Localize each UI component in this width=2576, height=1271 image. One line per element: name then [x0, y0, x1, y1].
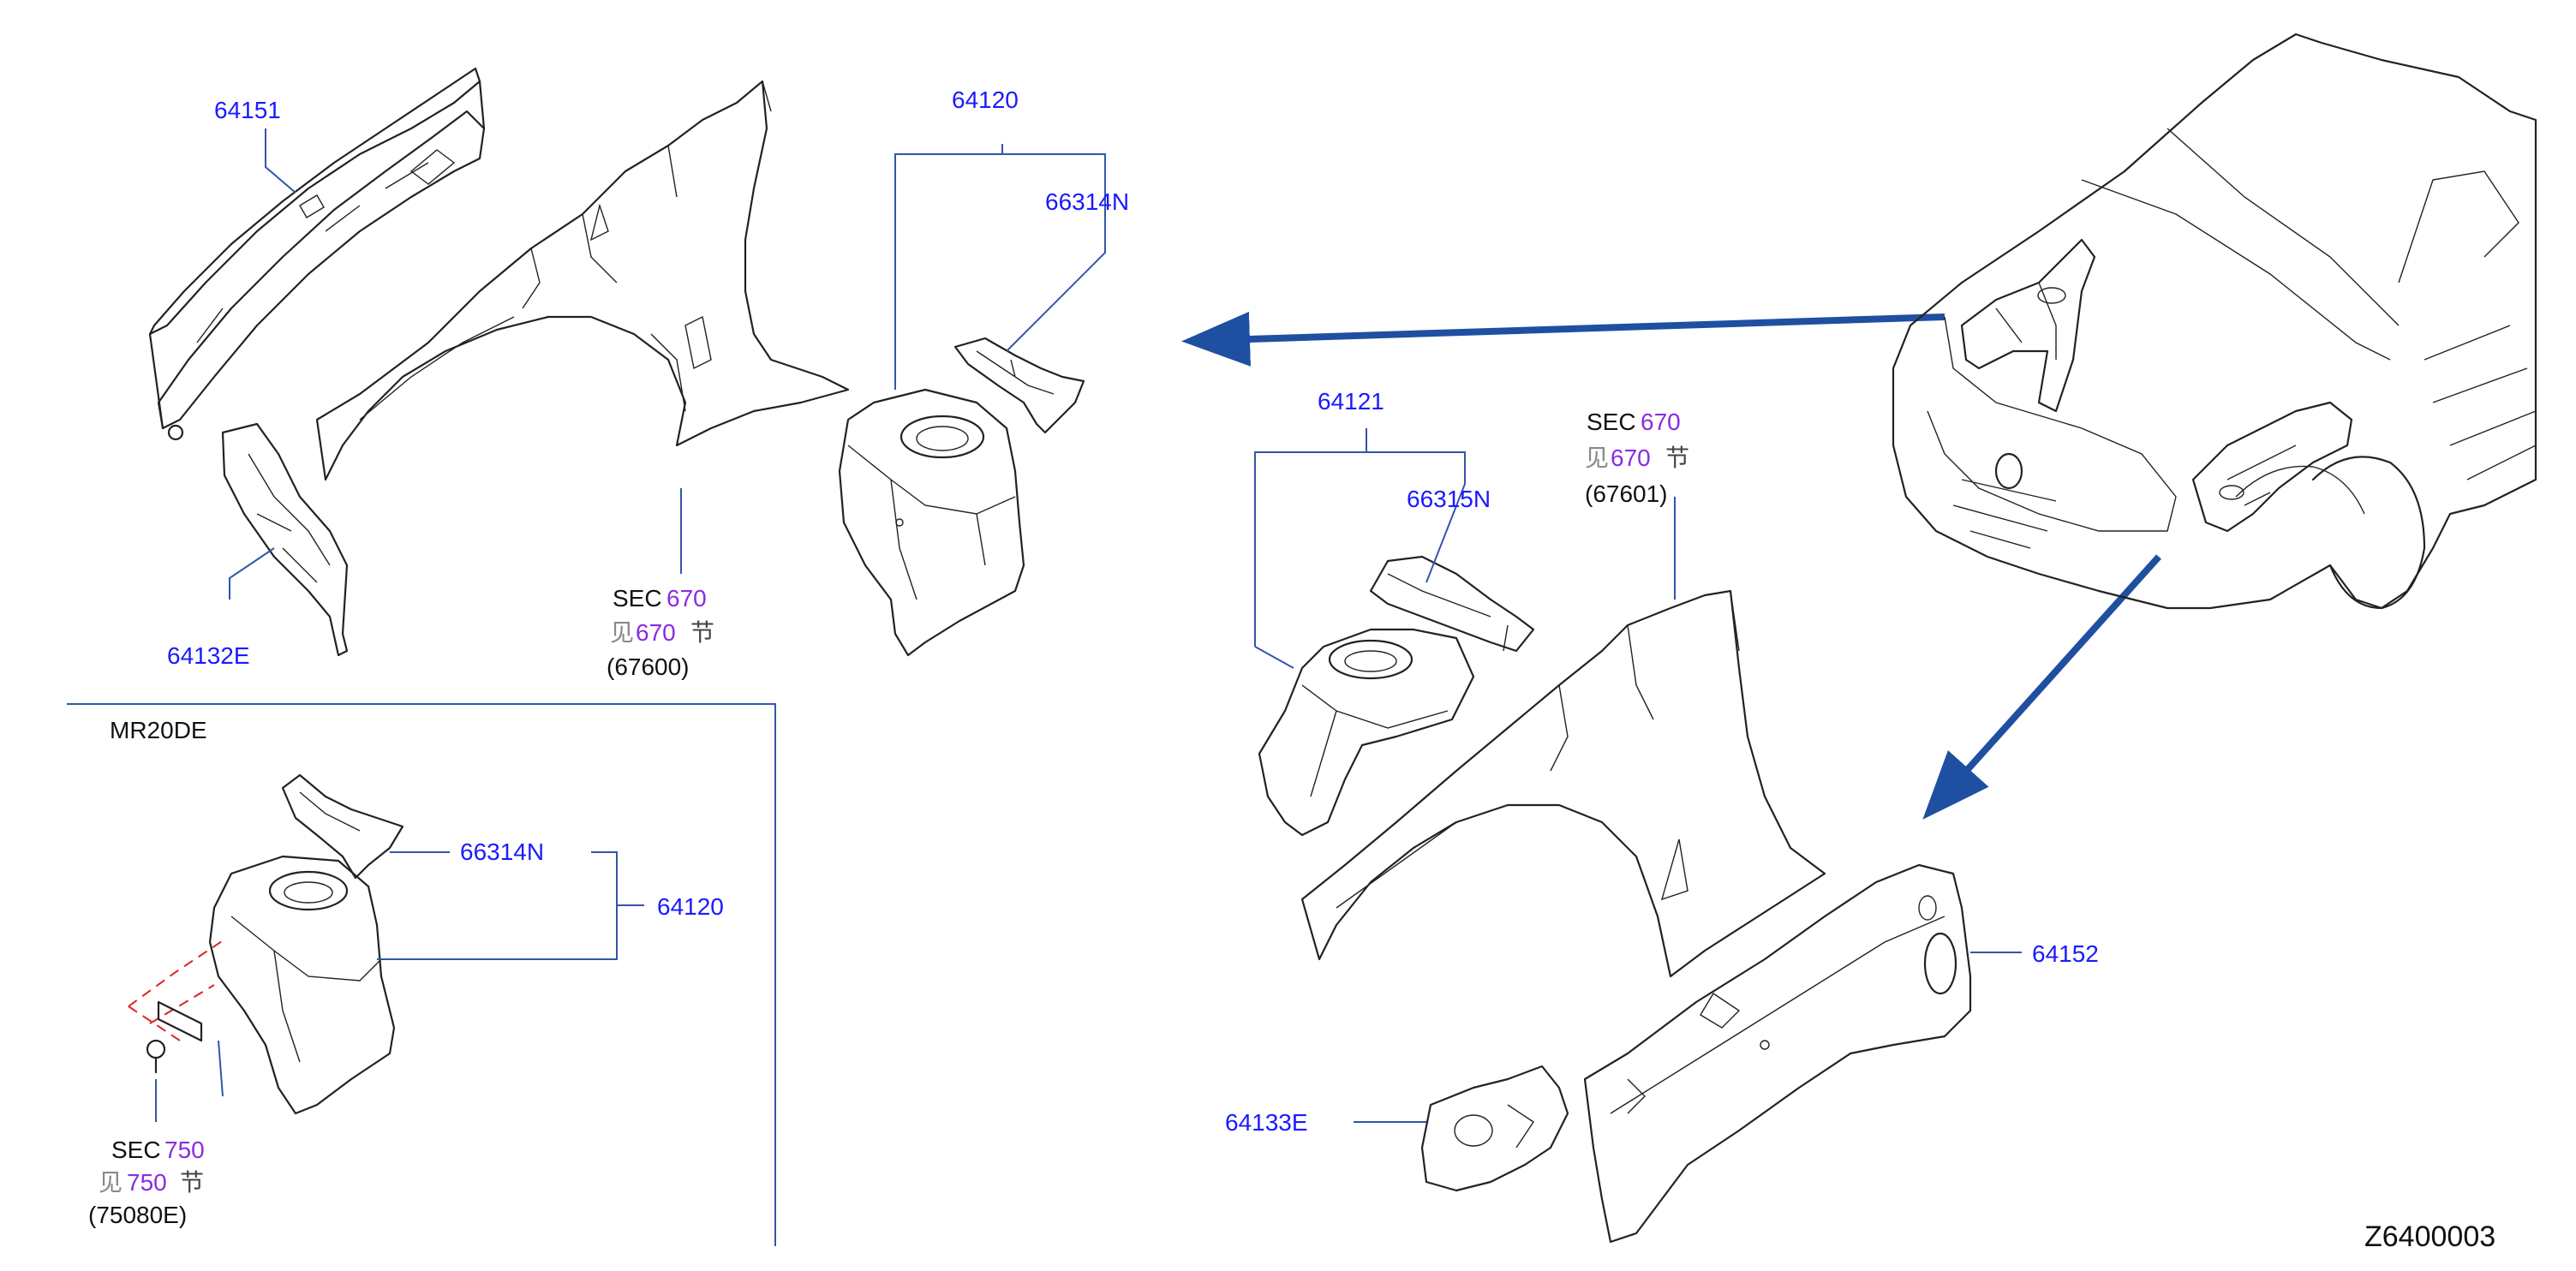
svg-text:SEC: SEC	[1587, 409, 1636, 435]
svg-text:750: 750	[164, 1137, 205, 1163]
label-64120-variant: 64120	[657, 893, 724, 920]
leader-64121-66315n	[1254, 451, 1466, 647]
arrow-to-right-assembly	[1922, 554, 2161, 820]
engine-variant-label: MR20DE	[110, 717, 207, 743]
svg-text:见: 见	[99, 1169, 123, 1196]
part-66314n-drawing	[953, 337, 1085, 434]
part-64151-drawing	[148, 67, 486, 441]
svg-text:节: 节	[1665, 445, 1689, 471]
svg-text:SEC: SEC	[111, 1137, 161, 1163]
leader-64121-end	[1254, 646, 1294, 669]
ref-sec-670-a: SEC 670 见 670 节 (67600)	[607, 585, 714, 680]
svg-text:670: 670	[636, 619, 676, 646]
clip-plate-drawing	[157, 1000, 203, 1042]
fender-apron-67600-drawing	[315, 80, 850, 481]
svg-text:见: 见	[1585, 445, 1609, 471]
leader-plate	[218, 1040, 224, 1097]
part-64132e-drawing	[221, 422, 349, 657]
leader-64120	[894, 144, 1003, 390]
fender-apron-67601-drawing	[1300, 589, 1826, 978]
label-64132e: 64132E	[167, 642, 250, 669]
svg-text:670: 670	[1641, 409, 1681, 435]
label-64121: 64121	[1318, 388, 1384, 415]
svg-text:670: 670	[1611, 445, 1651, 471]
leader-64151	[265, 128, 296, 194]
bracket-64120-variant	[377, 851, 618, 960]
svg-text:(67601): (67601)	[1585, 480, 1668, 507]
label-66315n: 66315N	[1407, 486, 1491, 512]
svg-text:见: 见	[610, 619, 634, 646]
svg-text:SEC: SEC	[613, 585, 662, 612]
svg-text:(75080E): (75080E)	[88, 1202, 187, 1228]
variant-box-border	[67, 703, 776, 1246]
svg-text:750: 750	[127, 1169, 167, 1196]
part-64152-drawing	[1583, 863, 1972, 1244]
label-66314n: 66314N	[1045, 188, 1129, 215]
svg-text:670: 670	[666, 585, 707, 612]
label-66314n-variant: 66314N	[460, 838, 544, 865]
vehicle-front-view	[1892, 33, 2537, 610]
svg-text:节: 节	[690, 619, 714, 646]
svg-text:节: 节	[180, 1169, 204, 1196]
diagram-id: Z6400003	[2364, 1220, 2495, 1253]
svg-text:(67600): (67600)	[607, 653, 690, 680]
ref-sec-750: SEC 750 见 750 节 (75080E)	[88, 1137, 205, 1228]
label-64120: 64120	[952, 87, 1019, 113]
part-64120-drawing	[838, 388, 1025, 657]
part-64121-drawing	[1258, 628, 1475, 837]
label-64133e: 64133E	[1225, 1109, 1308, 1136]
part-64133e-drawing	[1420, 1065, 1569, 1192]
ref-sec-670-b: SEC 670 见 670 节 (67601)	[1585, 409, 1689, 507]
leader-66314n	[1002, 153, 1106, 352]
part-66314n-variant-drawing	[281, 773, 404, 880]
part-64120-variant-drawing	[208, 855, 396, 1115]
part-66315n-drawing	[1369, 555, 1535, 653]
clip-75080e-drawing	[146, 1039, 166, 1074]
arrow-to-left-assembly	[1181, 311, 1945, 367]
leader-64132e	[229, 547, 275, 600]
label-64152: 64152	[2032, 940, 2099, 967]
label-64151: 64151	[214, 97, 281, 123]
hidden-lines	[128, 937, 228, 1041]
